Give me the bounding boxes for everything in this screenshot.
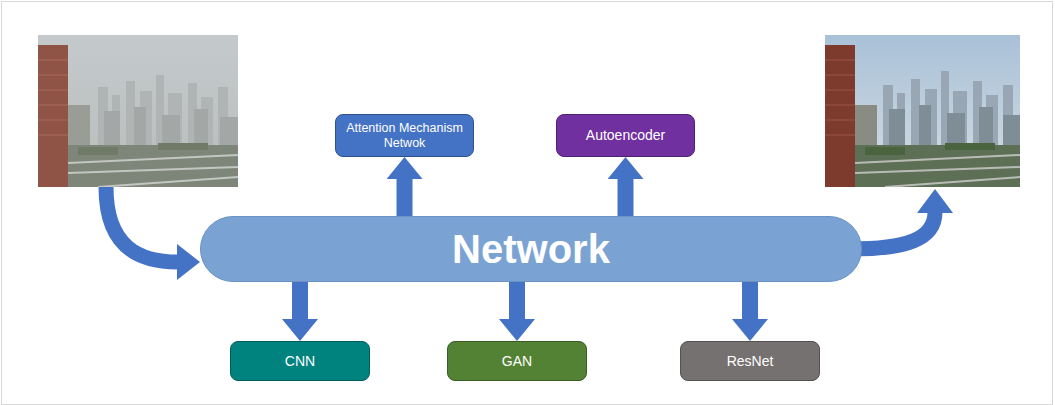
attention-box: Attention Mechanism Netwok xyxy=(335,114,474,157)
band-title: Network xyxy=(452,226,610,272)
input-arrow xyxy=(106,187,178,262)
clear-city-photo xyxy=(825,35,1020,187)
hazy-city-photo xyxy=(38,35,238,187)
block-arrow xyxy=(292,282,308,319)
box-label: GAN xyxy=(502,353,532,369)
network-band: Network xyxy=(200,216,862,282)
block-arrow xyxy=(509,282,525,319)
gan-box: GAN xyxy=(447,341,587,381)
output-arrow xyxy=(850,212,935,249)
block-arrow xyxy=(397,179,413,216)
autoencoder-box: Autoencoder xyxy=(556,114,695,157)
box-label: ResNet xyxy=(727,353,774,369)
block-arrow xyxy=(742,282,758,319)
input-arrowhead xyxy=(177,244,200,280)
resnet-box: ResNet xyxy=(680,341,820,381)
box-label: CNN xyxy=(285,353,315,369)
box-label: Attention Mechanism Netwok xyxy=(344,121,465,150)
block-arrow xyxy=(618,179,634,216)
box-label: Autoencoder xyxy=(586,127,665,143)
output-arrowhead xyxy=(917,189,953,213)
cnn-box: CNN xyxy=(230,341,370,381)
